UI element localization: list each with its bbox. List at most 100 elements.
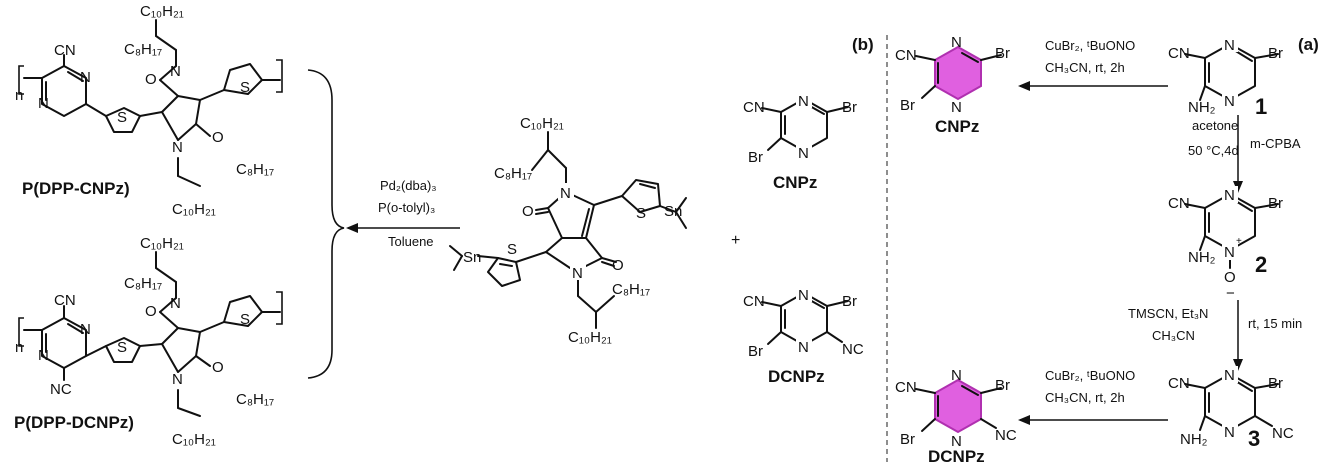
p-dcnpz-label: P(DPP-DCNPz) — [14, 413, 134, 432]
svg-text:N: N — [1224, 244, 1235, 261]
svg-text:CuBr₂, ᵗBuONO: CuBr₂, ᵗBuONO — [1045, 38, 1135, 53]
svg-text:acetone: acetone — [1192, 118, 1238, 133]
svg-text:N: N — [951, 99, 962, 116]
svg-text:Pd₂(dba)₃: Pd₂(dba)₃ — [380, 178, 437, 193]
svg-text:CN: CN — [1168, 45, 1190, 62]
dpp-distannane-monomer: N N O O S S Sn Sn C₁₀H₂₁ C₈H₁₇ C₈H₁₇ C₁₀… — [449, 115, 687, 346]
svg-text:N: N — [572, 265, 583, 282]
svg-text:N: N — [951, 34, 962, 51]
svg-text:TMSCN, Et₃N: TMSCN, Et₃N — [1128, 306, 1208, 321]
svg-text:N: N — [798, 93, 809, 110]
svg-text:NC: NC — [50, 381, 72, 398]
svg-text:Br: Br — [842, 99, 857, 116]
svg-text:N: N — [951, 433, 962, 450]
svg-text:CN: CN — [54, 292, 76, 309]
svg-text:N: N — [80, 321, 91, 338]
svg-text:n: n — [15, 339, 23, 356]
svg-text:S: S — [636, 205, 646, 222]
svg-text:C₈H₁₇: C₈H₁₇ — [236, 161, 274, 178]
svg-text:C₈H₁₇: C₈H₁₇ — [124, 275, 162, 292]
svg-text:N: N — [798, 339, 809, 356]
svg-text:NH₂: NH₂ — [1188, 249, 1216, 266]
svg-text:50 °C,4d: 50 °C,4d — [1188, 143, 1239, 158]
svg-text:C₁₀H₂₁: C₁₀H₂₁ — [568, 329, 612, 346]
svg-text:N: N — [170, 63, 181, 80]
svg-text:N: N — [170, 295, 181, 312]
svg-text:NC: NC — [842, 341, 864, 358]
plus-sign: + — [731, 232, 740, 249]
svg-text:NH₂: NH₂ — [1180, 431, 1208, 448]
svg-text:O: O — [145, 71, 157, 88]
svg-text:N: N — [38, 347, 49, 364]
compound-1-number: 1 — [1255, 94, 1267, 119]
svg-text:C₁₀H₂₁: C₁₀H₂₁ — [172, 201, 216, 218]
svg-text:P(o-tolyl)₃: P(o-tolyl)₃ — [378, 200, 435, 215]
arrow-step-1: CuBr₂, ᵗBuONO CH₃CN, rt, 2h — [1018, 38, 1168, 91]
dcnpz-label-a: DCNPz — [928, 447, 985, 466]
svg-text:CN: CN — [895, 47, 917, 64]
dcnpz-label-b: DCNPz — [768, 367, 825, 386]
svg-text:O: O — [145, 303, 157, 320]
svg-text:O: O — [612, 257, 624, 274]
svg-text:Sn: Sn — [463, 249, 481, 266]
cnpz-label-b: CNPz — [773, 173, 817, 192]
svg-text:CN: CN — [743, 293, 765, 310]
svg-text:S: S — [117, 109, 127, 126]
svg-text:CH₃CN, rt, 2h: CH₃CN, rt, 2h — [1045, 60, 1125, 75]
dcnpz-monomer: N N Br CN Br NC DCNPz — [743, 285, 864, 386]
compound-3: N N Br CN NC NH₂ 3 — [1168, 366, 1294, 451]
svg-text:C₁₀H₂₁: C₁₀H₂₁ — [520, 115, 564, 132]
svg-text:N: N — [172, 139, 183, 156]
svg-text:Br: Br — [1268, 375, 1283, 392]
svg-text:N: N — [1224, 93, 1235, 110]
svg-text:Br: Br — [900, 431, 915, 448]
compound-1: N N Br CN NH₂ 1 — [1168, 35, 1283, 119]
svg-text:Toluene: Toluene — [388, 234, 434, 249]
svg-text:N: N — [1224, 424, 1235, 441]
svg-text:CN: CN — [1168, 375, 1190, 392]
svg-text:n: n — [15, 87, 23, 104]
svg-text:S: S — [117, 339, 127, 356]
svg-text:Br: Br — [900, 97, 915, 114]
arrow-step-4: CuBr₂, ᵗBuONO CH₃CN, rt, 2h — [1018, 368, 1168, 425]
svg-text:C₁₀H₂₁: C₁₀H₂₁ — [140, 3, 184, 20]
svg-text:CN: CN — [54, 42, 76, 59]
svg-text:CN: CN — [1168, 195, 1190, 212]
svg-text:NC: NC — [995, 427, 1017, 444]
svg-text:N: N — [1224, 37, 1235, 54]
arrow-step-2: acetone 50 °C,4d m-CPBA — [1188, 115, 1301, 193]
product-brace — [307, 69, 345, 379]
p-cnpz-label: P(DPP-CNPz) — [22, 179, 130, 198]
svg-text:NH₂: NH₂ — [1188, 99, 1216, 116]
svg-text:N: N — [951, 367, 962, 384]
svg-text:O: O — [522, 203, 534, 220]
svg-text:+: + — [1236, 236, 1242, 247]
svg-text:CN: CN — [895, 379, 917, 396]
svg-text:N: N — [172, 371, 183, 388]
svg-text:Br: Br — [842, 293, 857, 310]
svg-text:S: S — [240, 311, 250, 328]
svg-text:N: N — [80, 69, 91, 86]
compound-2-number: 2 — [1255, 252, 1267, 277]
cnpz-monomer: N N Br CN Br CNPz — [743, 91, 857, 192]
svg-text:N: N — [1224, 187, 1235, 204]
svg-text:CN: CN — [743, 99, 765, 116]
svg-text:Br: Br — [995, 377, 1010, 394]
svg-text:S: S — [240, 79, 250, 96]
svg-text:m-CPBA: m-CPBA — [1250, 136, 1301, 151]
svg-text:C₁₀H₂₁: C₁₀H₂₁ — [172, 431, 216, 448]
polymer-p-dpp-dcnpz: CN NC N N n S O O N N S C₁₀H₂₁ C₈H₁₇ C₈H… — [14, 235, 283, 448]
svg-text:NC: NC — [1272, 425, 1294, 442]
panel-label-b: (b) — [852, 35, 874, 54]
svg-text:N: N — [1224, 367, 1235, 384]
svg-text:N: N — [798, 287, 809, 304]
svg-text:N: N — [560, 185, 571, 202]
compound-2: N N + O − Br CN NH₂ 2 — [1168, 186, 1283, 302]
cnpz-label-a: CNPz — [935, 117, 979, 136]
svg-text:O: O — [212, 359, 224, 376]
svg-text:O: O — [1224, 269, 1236, 286]
svg-text:Br: Br — [1268, 45, 1283, 62]
svg-text:Br: Br — [748, 343, 763, 360]
svg-text:C₈H₁₇: C₈H₁₇ — [124, 41, 162, 58]
